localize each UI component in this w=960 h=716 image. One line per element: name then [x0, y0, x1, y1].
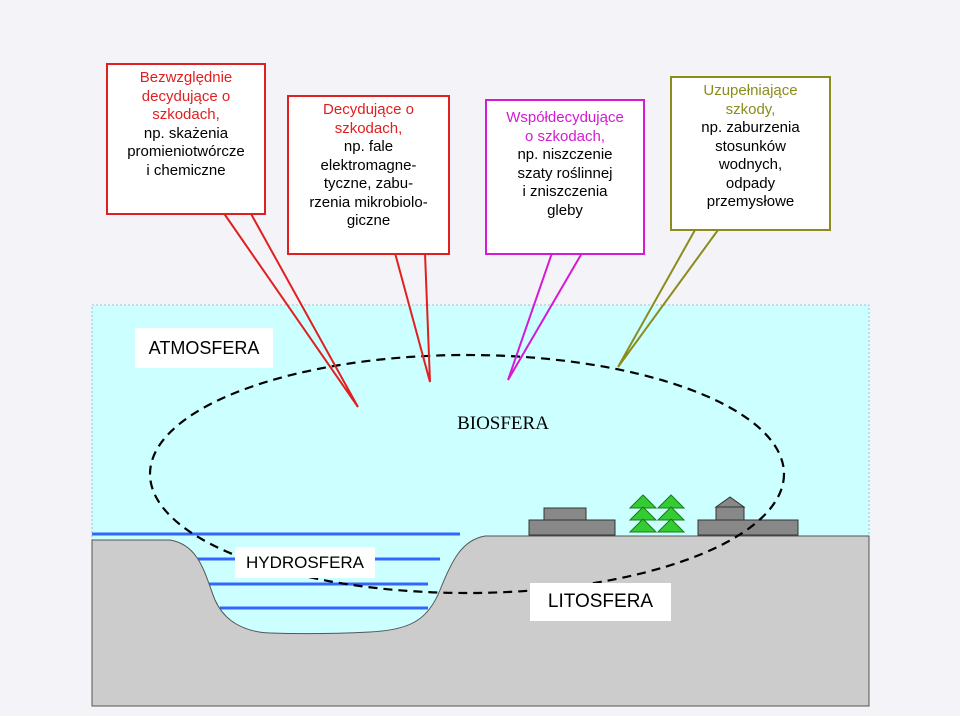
- callout-body-line: gleby: [547, 201, 583, 219]
- callout-codecisive-damage: Współdecydujące o szkodach, np. niszczen…: [485, 99, 645, 255]
- callout-body-line: np. fale: [343, 138, 394, 155]
- callout-body-line: wodnych,: [718, 156, 783, 173]
- callout-body-line: szaty roślinnej: [517, 164, 613, 182]
- callout-heading-line: Decydujące o: [323, 101, 414, 118]
- callout-body-line: i zniszczenia: [522, 183, 608, 200]
- biosphere-label: BIOSFERA: [457, 413, 549, 434]
- callout-body-line: np. niszczenie: [517, 146, 613, 163]
- callout-body-line: promieniotwórcze: [127, 143, 245, 160]
- lithosphere-label: LITOSFERA: [530, 583, 671, 621]
- callout-body-line: rzenia mikrobiolo-: [309, 193, 428, 211]
- callout-heading-line: szkody,: [725, 100, 776, 118]
- callout-body-line: np. zaburzenia: [701, 119, 800, 136]
- callout-heading-line: Współdecydujące: [506, 109, 624, 126]
- callout-body-line: giczne: [346, 212, 391, 229]
- callout-body-line: odpady: [725, 174, 776, 192]
- callout-heading-line: o szkodach,: [524, 127, 606, 145]
- pine-tree-icon: [628, 494, 686, 533]
- ground-area: [91, 535, 870, 707]
- callout-body-line: i chemiczne: [146, 161, 226, 179]
- callout-heading-line: decydujące o: [141, 87, 231, 105]
- callout-supplementary-damage: Uzupełniające szkody, np. zaburzenia sto…: [670, 76, 831, 231]
- biosphere-boundary: [148, 353, 786, 595]
- callout-body-line: stosunków: [715, 137, 786, 155]
- hydrosphere-label: HYDROSFERA: [235, 547, 375, 578]
- building-group-left: [528, 507, 616, 536]
- callout-heading-line: szkodach,: [152, 106, 220, 123]
- callout-heading-line: Uzupełniające: [703, 82, 798, 99]
- callout-heading-line: Bezwzględnie: [139, 69, 233, 86]
- atmosphere-label: ATMOSFERA: [135, 328, 273, 368]
- callout-absolute-damage: Bezwzględnie decydujące o szkodach, np. …: [106, 63, 266, 215]
- callout-pointers: [222, 211, 719, 408]
- callout-decisive-damage: Decydujące o szkodach, np. fale elektrom…: [287, 95, 450, 255]
- callout-body-line: elektromagne-: [320, 156, 417, 174]
- callout-body-line: przemysłowe: [706, 193, 795, 210]
- callout-heading-line: szkodach,: [334, 119, 403, 137]
- callout-body-line: tyczne, zabu-: [323, 175, 414, 192]
- building-group-right: [697, 496, 799, 536]
- callout-body-line: np. skażenia: [143, 124, 229, 142]
